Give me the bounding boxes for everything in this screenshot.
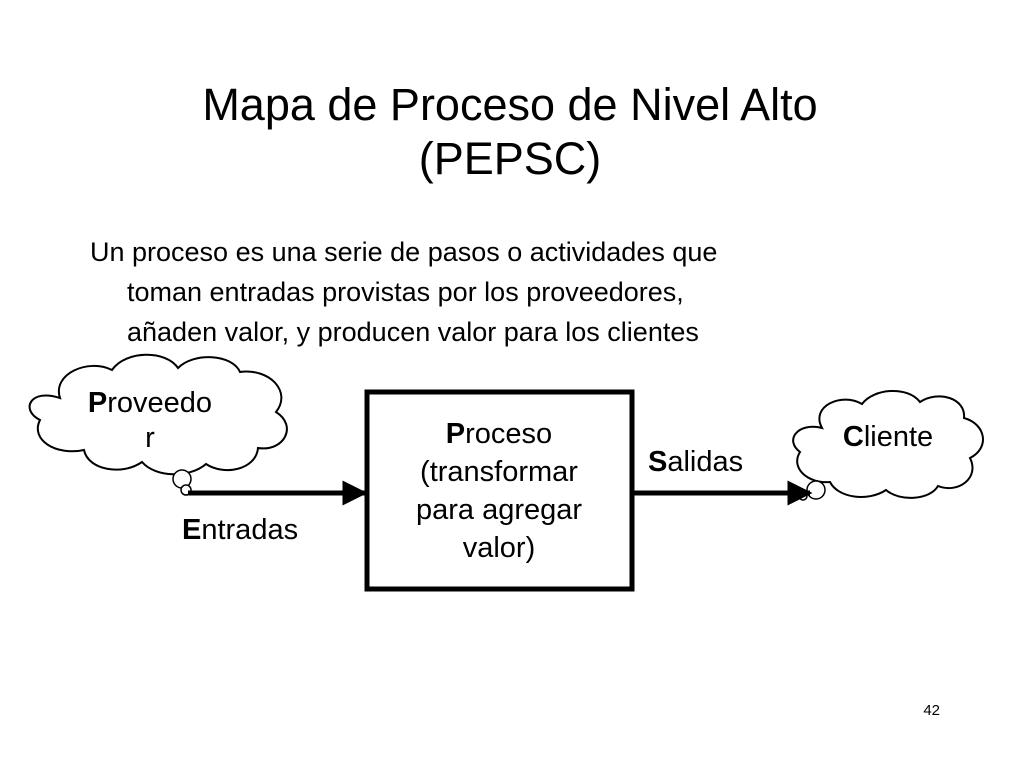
process-text-rest: roceso xyxy=(465,418,553,450)
page-number: 42 xyxy=(923,702,940,719)
supplier-text-line-2: r xyxy=(145,422,155,454)
customer-text-rest: liente xyxy=(863,421,934,453)
outputs-initial: S xyxy=(648,446,668,478)
inputs-label: Entradas xyxy=(182,513,298,548)
customer-initial: C xyxy=(842,421,864,453)
process-label-line-4: valor) xyxy=(462,532,536,564)
supplier-initial: P xyxy=(87,387,108,419)
process-definition: Un proceso es una serie de pasos o activ… xyxy=(90,232,950,352)
title-line-1: Mapa de Proceso de Nivel Alto xyxy=(202,79,818,130)
definition-line-1: Un proceso es una serie de pasos o activ… xyxy=(90,237,718,267)
definition-line-3: añaden valor, y producen valor para los … xyxy=(127,317,699,347)
definition-line-2: toman entradas provistas por los proveed… xyxy=(127,277,684,307)
process-label-line-1: Proceso xyxy=(372,415,626,453)
process-box xyxy=(364,389,635,592)
supplier-cloud xyxy=(28,353,288,476)
process-label: Proceso (transformar para agregar valor) xyxy=(372,415,626,567)
process-label-line-2: (transformar xyxy=(420,456,578,488)
customer-label: Cliente xyxy=(818,420,958,455)
process-initial: P xyxy=(445,418,466,450)
customer-cloud xyxy=(792,389,984,499)
inputs-initial: E xyxy=(182,514,202,546)
outputs-text-rest: alidas xyxy=(667,446,744,478)
customer-cloud-tail-large xyxy=(806,480,826,500)
inputs-text-rest: ntradas xyxy=(201,514,299,546)
outputs-label: Salidas xyxy=(648,445,743,480)
slide-title: Mapa de Proceso de Nivel Alto (PEPSC) xyxy=(110,78,910,186)
title-line-2: (PEPSC) xyxy=(418,133,602,184)
process-label-line-3: para agregar xyxy=(415,494,583,526)
supplier-text-rest: roveedo xyxy=(107,387,213,419)
supplier-label: Proveedo r xyxy=(60,386,240,456)
